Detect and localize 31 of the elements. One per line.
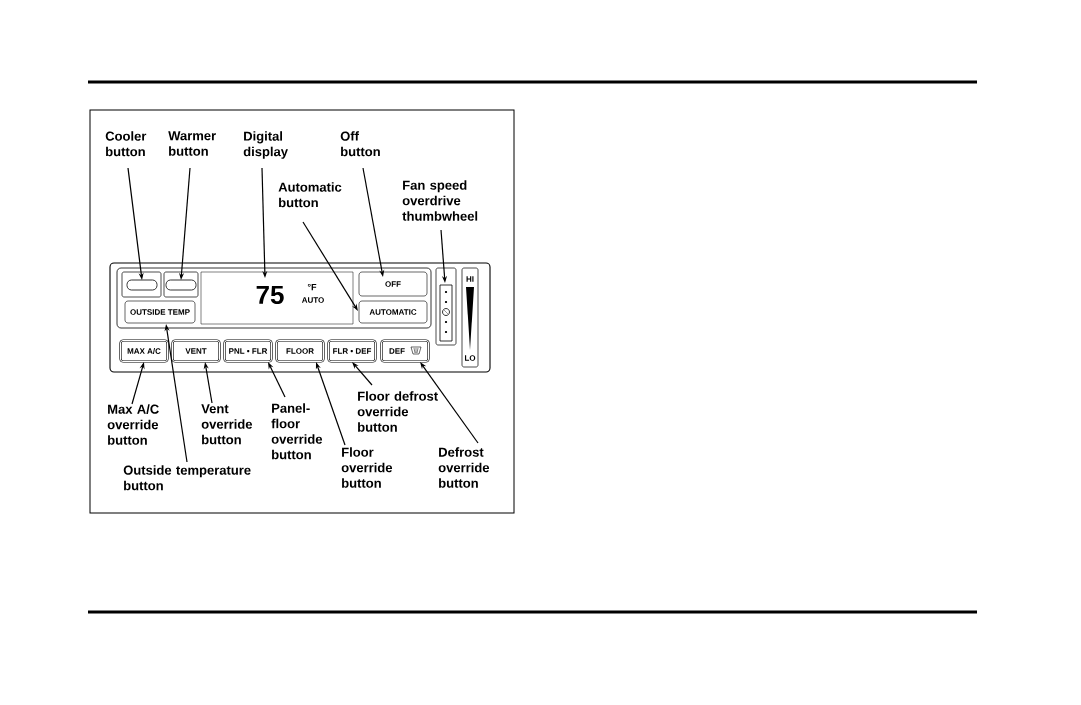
button: PNL • FLR	[223, 339, 273, 363]
callout-text: Cooler button	[105, 131, 147, 157]
button: VENT	[171, 339, 221, 363]
callout-text: Warmer button	[168, 131, 216, 156]
digital-display: 75 °F AUTO	[200, 271, 354, 325]
scale-label: HI	[466, 276, 474, 282]
callout-text: Max A/C override button	[107, 404, 159, 445]
leader-line	[302, 221, 358, 311]
callout-text: Panel-floor override button	[271, 403, 323, 460]
button	[165, 279, 197, 291]
scale-label: LO	[465, 355, 476, 361]
button: FLOOR	[275, 339, 325, 363]
button: FLR • DEF	[327, 339, 377, 363]
callout-text: Fan speed overdrive thumbwheel	[402, 180, 478, 221]
button	[126, 279, 158, 291]
leader-line	[420, 362, 479, 444]
callout-text: Floor override button	[341, 447, 393, 488]
callout-text: Digital display	[243, 131, 288, 159]
button: AUTOMATIC	[358, 300, 428, 324]
callout-text: Outside temperature button	[123, 465, 251, 491]
button: DEF	[380, 339, 430, 363]
callout-text: Defrost override button	[438, 447, 490, 488]
callout-text: Floor defrost override button	[357, 391, 438, 432]
button: OUTSIDE TEMP	[124, 300, 196, 324]
leader-line	[352, 362, 373, 386]
thumbwheel	[439, 284, 453, 342]
callout-text: Vent override button	[201, 404, 253, 445]
button: OFF	[358, 271, 428, 297]
button: MAX A/C	[119, 339, 169, 363]
callout-text: Off button	[340, 131, 380, 157]
callout-text: Automatic button	[278, 182, 342, 208]
